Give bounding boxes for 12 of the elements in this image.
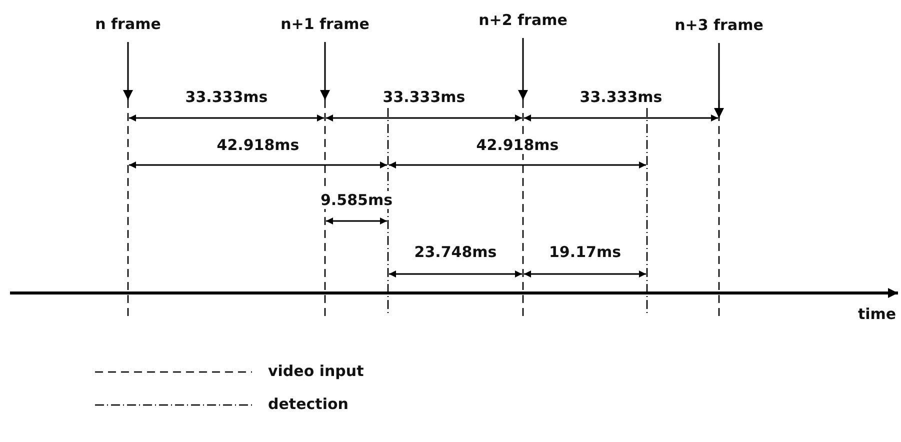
frame-label: n+2 frame bbox=[478, 11, 568, 29]
frame-label: n+3 frame bbox=[674, 16, 764, 34]
frame-label: n frame bbox=[95, 15, 161, 33]
legend-label: video input bbox=[268, 362, 364, 380]
arrow bbox=[714, 43, 724, 118]
arrow bbox=[518, 38, 528, 100]
duration-label: 42.918ms bbox=[475, 136, 560, 154]
arrow bbox=[320, 42, 330, 100]
frame-label: n+1 frame bbox=[280, 15, 370, 33]
arrow bbox=[123, 42, 133, 100]
duration-label: 9.585ms bbox=[320, 191, 394, 209]
legend-label: detection bbox=[268, 395, 348, 413]
